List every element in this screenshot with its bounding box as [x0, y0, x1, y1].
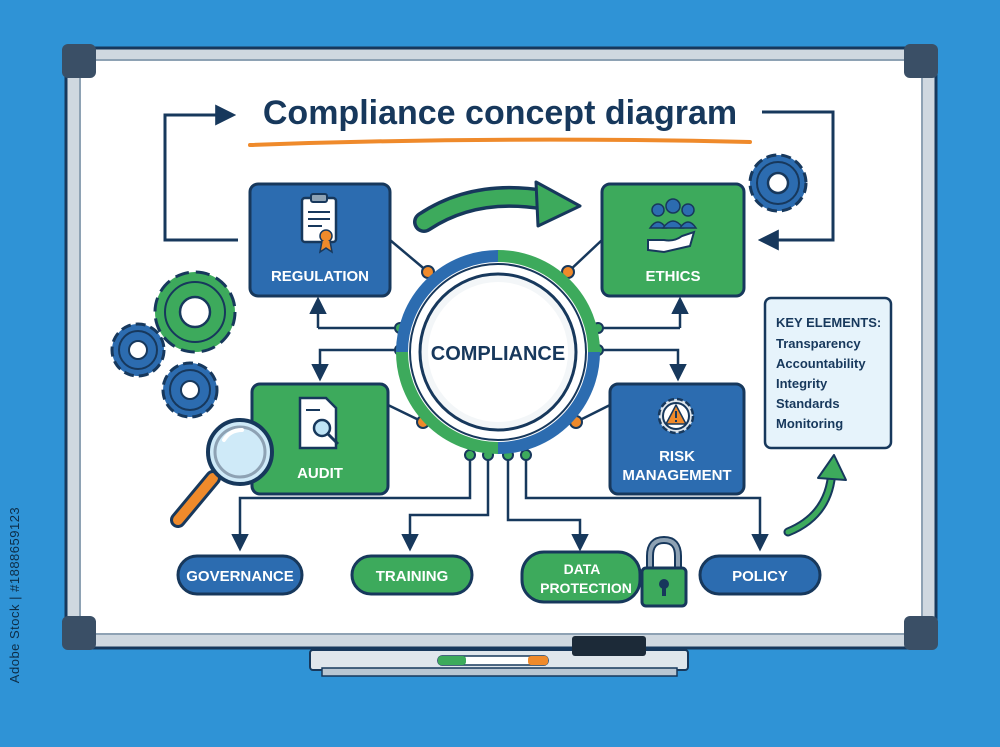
key-elements-heading: KEY ELEMENTS: — [776, 315, 881, 330]
connector-nodes — [394, 265, 604, 461]
risk-label-line1: RISK — [659, 448, 695, 465]
policy-pill: POLICY — [698, 554, 822, 596]
regulation-box: REGULATION — [248, 182, 392, 298]
frame-corner-top-right — [904, 44, 938, 78]
governance-label: GOVERNANCE — [186, 568, 294, 585]
key-element-item: Monitoring — [776, 416, 843, 431]
data-protection-label-line2: PROTECTION — [540, 580, 632, 596]
data-protection-label-line1: DATA — [564, 561, 601, 577]
gear-icon-cluster-left — [110, 270, 237, 419]
training-pill: TRAINING — [350, 554, 474, 596]
audit-label: AUDIT — [297, 465, 343, 482]
people-hand-icon — [647, 198, 698, 254]
key-element-item: Accountability — [776, 356, 866, 371]
risk-label-line2: MANAGEMENT — [622, 467, 731, 484]
loop-arrow-right — [757, 110, 835, 251]
gear-icon — [110, 322, 166, 378]
frame-corner-top-left — [62, 44, 96, 78]
loop-arrow-left — [163, 104, 238, 242]
ethics-box: ETHICS — [600, 182, 746, 298]
compliance-label: COMPLIANCE — [431, 343, 565, 365]
diagram-title: Compliance concept diagram — [263, 94, 737, 132]
key-elements-box: KEY ELEMENTS: Transparency Accountabilit… — [763, 296, 893, 450]
training-label: TRAINING — [376, 568, 449, 585]
stock-id-text: Adobe Stock | #1888659123 — [7, 506, 22, 684]
frame-corner-bottom-left — [62, 616, 96, 650]
padlock-icon — [640, 535, 688, 608]
curved-arrow — [416, 189, 553, 230]
connectors — [231, 239, 769, 552]
gear-icon — [153, 270, 237, 354]
governance-pill: GOVERNANCE — [176, 554, 304, 596]
eraser — [572, 636, 646, 656]
gear-icon — [161, 361, 219, 419]
compliance-hub: COMPLIANCE — [396, 250, 600, 454]
key-element-item: Standards — [776, 396, 840, 411]
key-element-item: Integrity — [776, 376, 828, 391]
data-protection-pill: DATA PROTECTION — [520, 550, 642, 604]
gear-warning-icon — [657, 397, 695, 435]
title-underline — [248, 137, 752, 147]
stock-id-label: Adobe Stock | #1888659123 — [2, 495, 28, 695]
key-element-item: Transparency — [776, 336, 861, 351]
ethics-label: ETHICS — [645, 268, 700, 285]
regulation-label: REGULATION — [271, 268, 369, 285]
magnifying-glass-icon — [170, 418, 274, 528]
gear-icon — [748, 153, 808, 213]
document-magnifier-icon — [298, 396, 340, 450]
policy-label: POLICY — [732, 568, 788, 585]
clipboard-certificate-icon — [300, 193, 338, 254]
audit-box: AUDIT — [250, 382, 390, 496]
risk-management-box: RISK MANAGEMENT — [608, 382, 746, 496]
frame-corner-bottom-right — [904, 616, 938, 650]
